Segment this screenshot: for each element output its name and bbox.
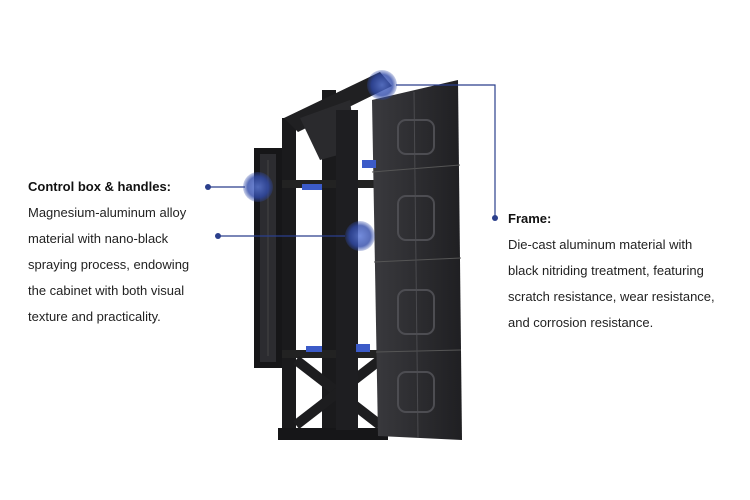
control-box-title: Control box & handles: [28, 179, 171, 194]
frame-desc-line: and corrosion resistance. [508, 315, 654, 330]
control-box-callout: Control box & handles: Magnesium-aluminu… [28, 174, 228, 330]
control-box-desc-line: the cabinet with both visual [28, 283, 185, 298]
handle-leader-line [215, 233, 345, 239]
handle-highlight [345, 221, 375, 251]
control-box-desc-line: Magnesium-aluminum alloy [28, 205, 187, 220]
frame-title: Frame: [508, 211, 552, 226]
control-box-desc-line: texture and practicality. [28, 309, 161, 324]
control-box-desc-line: spraying process, endowing [28, 257, 190, 272]
control-box-desc-line: material with nano-black [28, 231, 169, 246]
frame-desc-line: black nitriding treatment, featuring [508, 263, 704, 278]
frame-leader-line [396, 84, 498, 221]
frame-callout: Frame: Die-cast aluminum material with b… [508, 206, 738, 336]
frame-highlight [367, 70, 397, 100]
frame-desc-line: scratch resistance, wear resistance, [508, 289, 715, 304]
control-box-leader-line [205, 184, 245, 190]
led-cabinet-illustration [254, 72, 462, 440]
frame-desc-line: Die-cast aluminum material with [508, 237, 693, 252]
control-box-highlight [243, 172, 273, 202]
